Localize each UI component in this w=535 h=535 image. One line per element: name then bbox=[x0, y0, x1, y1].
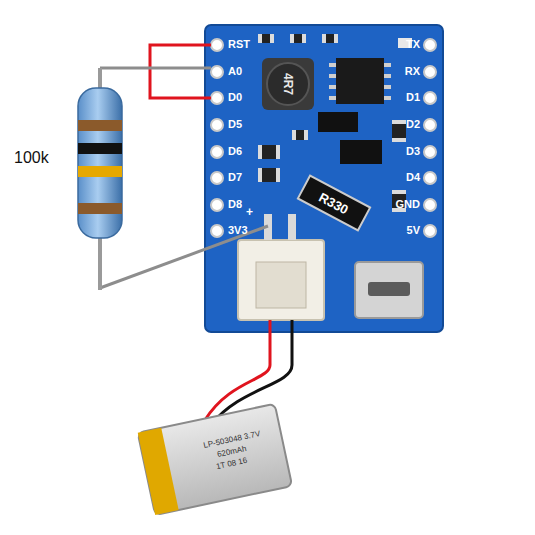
jst-socket bbox=[256, 262, 306, 308]
jst-pin bbox=[288, 214, 296, 240]
pin-name: GND bbox=[396, 199, 420, 210]
pin-pads bbox=[211, 39, 436, 237]
usb-port bbox=[368, 282, 410, 296]
jst-connector bbox=[238, 240, 324, 320]
ic-chip bbox=[336, 58, 384, 104]
pin-name: TX bbox=[406, 39, 420, 50]
pin-name: D6 bbox=[228, 146, 242, 157]
pin-name: 3V3 bbox=[228, 225, 248, 236]
ic-legs bbox=[329, 63, 391, 100]
pin-name: D1 bbox=[406, 92, 420, 103]
pin-name: D7 bbox=[228, 172, 242, 183]
pin-name: D3 bbox=[406, 146, 420, 157]
resistor-symbol bbox=[78, 68, 122, 290]
wire-a0 bbox=[100, 67, 211, 70]
pin-name: D0 bbox=[228, 92, 242, 103]
smd-parts bbox=[258, 34, 412, 212]
pin-name: D4 bbox=[406, 172, 420, 183]
pin-name: RST bbox=[228, 39, 250, 50]
pin-name: 5V bbox=[407, 225, 420, 236]
resistor-value: 100k bbox=[14, 150, 49, 166]
micro-usb bbox=[355, 262, 423, 318]
pin-name: RX bbox=[405, 66, 420, 77]
shunt-resistor bbox=[298, 176, 370, 231]
pin-name: D2 bbox=[406, 119, 420, 130]
wire-battery-plus bbox=[100, 226, 268, 288]
polarity-mark: + bbox=[246, 206, 253, 218]
inductor-core bbox=[267, 63, 309, 105]
inductor-marking: 4R7 bbox=[282, 73, 294, 95]
pin-name: A0 bbox=[228, 66, 242, 77]
inductor bbox=[262, 58, 314, 110]
battery-wire-red bbox=[205, 320, 270, 420]
pin-name: D5 bbox=[228, 119, 242, 130]
pcb-board bbox=[205, 25, 443, 332]
lipo-battery bbox=[138, 404, 292, 515]
pin-name: D8 bbox=[228, 199, 242, 210]
jumper-wire bbox=[150, 45, 211, 98]
